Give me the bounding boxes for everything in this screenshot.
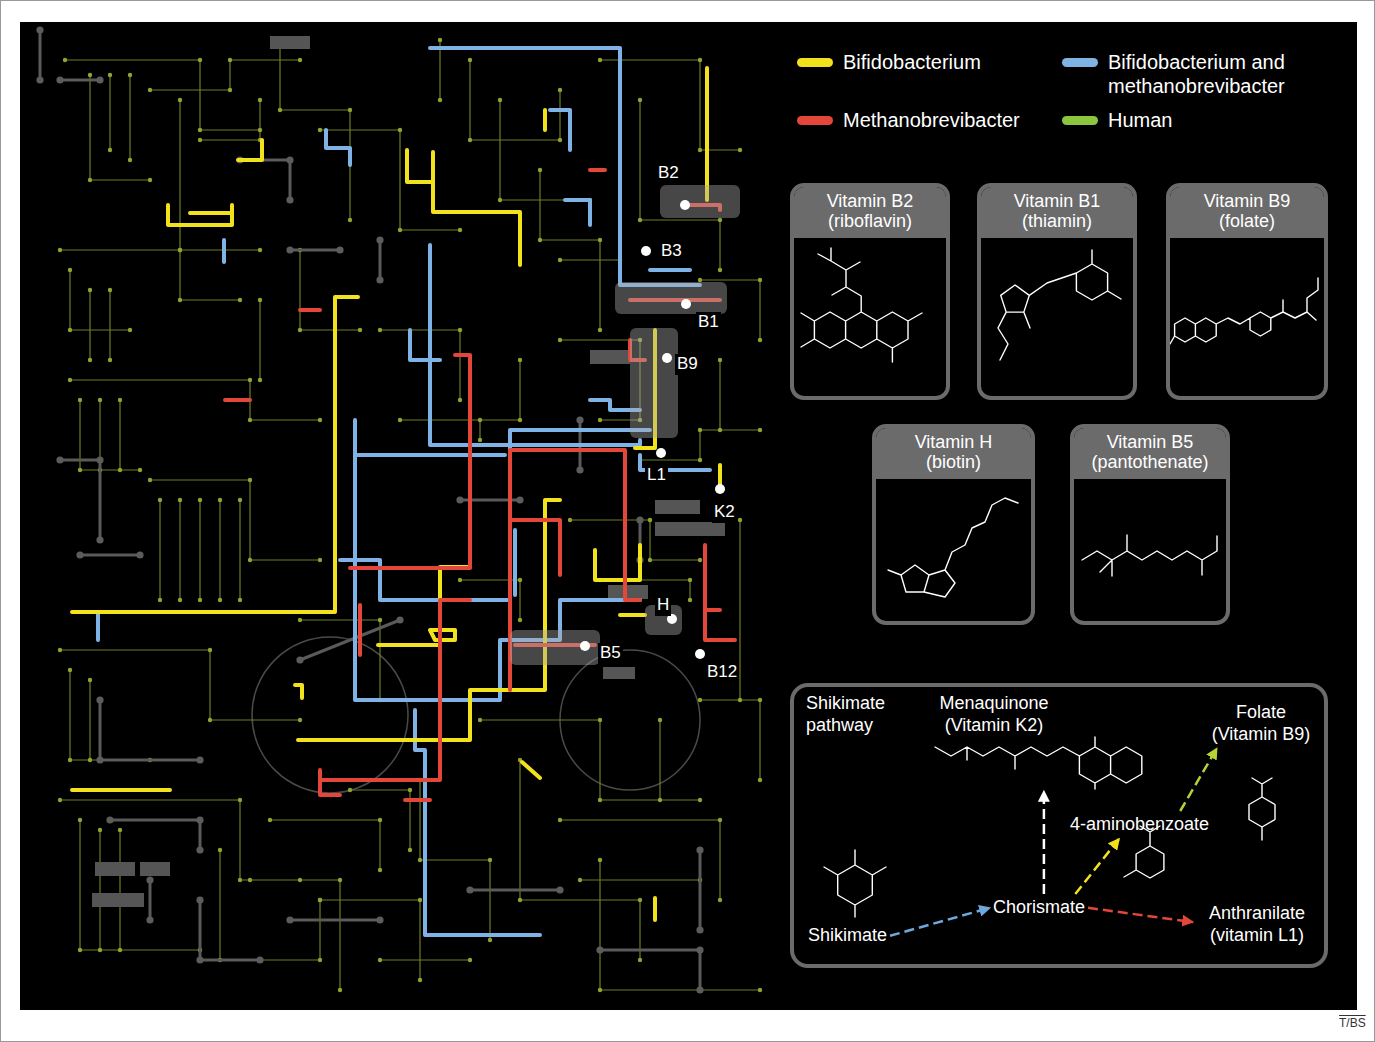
vitamin-card: Vitamin B5 (pantothenate) xyxy=(1070,424,1230,625)
vitamin-dot xyxy=(680,200,690,210)
reaction-arrow xyxy=(890,908,990,936)
vitamin-card: Vitamin B1 (thiamin) xyxy=(977,183,1137,400)
compound-label: Folate (Vitamin B9) xyxy=(1203,699,1319,748)
vitamin-highlights xyxy=(510,185,740,665)
legend-entry: Human xyxy=(1062,108,1172,132)
vitamin-card: Vitamin H (biotin) xyxy=(872,424,1035,625)
reaction-arrow xyxy=(1043,791,1046,894)
bifidobacterium-pathways xyxy=(72,68,720,920)
vitamin-label: L1 xyxy=(645,465,668,486)
gray-block xyxy=(603,667,635,679)
gray-block xyxy=(608,585,648,599)
vitamin-dot xyxy=(662,353,672,363)
highlight-box xyxy=(630,328,678,438)
card-header: Vitamin H (biotin) xyxy=(876,428,1031,479)
legend-entry: Bifidobacterium xyxy=(797,50,981,74)
highlight-box xyxy=(615,282,727,314)
reaction-arrow xyxy=(1180,748,1217,811)
compound-name: Menaquinone (Vitamin K2) xyxy=(925,693,1063,736)
compound-name: Chorismate xyxy=(993,897,1085,919)
riboflavin-structure xyxy=(801,248,922,362)
vitamin-label: H xyxy=(655,595,671,616)
aminobenzoate-structure xyxy=(1249,778,1275,840)
shared-pathways xyxy=(98,48,710,935)
vitamin-dot xyxy=(715,484,725,494)
pantothenate-structure xyxy=(1082,535,1217,576)
card-header: Vitamin B9 (folate) xyxy=(1170,187,1324,238)
reaction-arrow xyxy=(1075,839,1119,894)
compound-name: Anthranilate (vitamin L1) xyxy=(1196,903,1318,946)
card-title: Vitamin B9 (folate) xyxy=(1181,191,1313,231)
unassigned-pathway-lines xyxy=(40,30,700,990)
folate-structure xyxy=(1170,278,1318,344)
vitamin-card: Vitamin B2 (riboflavin) xyxy=(790,183,950,400)
vitamin-dots xyxy=(580,200,725,659)
card-header: Vitamin B1 (thiamin) xyxy=(981,187,1133,238)
compound-label: Menaquinone (Vitamin K2) xyxy=(922,690,1146,791)
gray-block xyxy=(590,350,630,364)
legend-text: Methanobrevibacter xyxy=(843,108,1020,132)
card-title: Vitamin H (biotin) xyxy=(888,432,1020,472)
card-header: Vitamin B5 (pantothenate) xyxy=(1074,428,1226,479)
human-pathway-lines xyxy=(60,40,760,990)
vitamin-label: B12 xyxy=(705,662,739,683)
gray-block xyxy=(270,36,310,49)
highlight-box xyxy=(510,630,600,665)
gray-block xyxy=(92,893,144,907)
vitamin-label: B9 xyxy=(675,354,700,375)
legend-text: Bifidobacterium xyxy=(843,50,981,74)
legend-entry: Bifidobacterium and methanobrevibacter xyxy=(1062,50,1322,98)
vitamin-label: K2 xyxy=(712,502,737,523)
biotin-structure xyxy=(888,498,1018,597)
compound-name: Shikimate xyxy=(808,925,887,947)
legend-text: Human xyxy=(1108,108,1172,132)
gray-block xyxy=(95,862,135,876)
vitamin-dot xyxy=(641,246,651,256)
compound-name: 4-aminobenzoate xyxy=(1070,814,1209,836)
vitamin-dot xyxy=(681,299,691,309)
card-title: Vitamin B5 (pantothenate) xyxy=(1084,432,1216,472)
legend-entry: Methanobrevibacter xyxy=(797,108,1020,132)
black-panel xyxy=(20,22,1357,1010)
vitamin-label: B1 xyxy=(696,312,721,333)
shikimate-structure xyxy=(824,850,886,917)
methanobrevibacter-pathways xyxy=(225,170,735,800)
gray-block xyxy=(140,862,170,876)
vitamin-card: Vitamin B9 (folate) xyxy=(1166,183,1328,400)
thiamin-structure xyxy=(998,250,1121,360)
gray-block xyxy=(655,522,725,536)
vitamin-dot xyxy=(656,448,666,458)
vitamin-label: B5 xyxy=(598,643,623,664)
legend-swatch xyxy=(1062,116,1098,125)
vitamin-dot xyxy=(580,641,590,651)
panel-heading: Shikimate pathway xyxy=(806,693,906,736)
compound-label: Anthranilate (vitamin L1) xyxy=(1193,900,1321,949)
map-circle xyxy=(252,637,408,793)
card-header: Vitamin B2 (riboflavin) xyxy=(794,187,946,238)
vitamin-dot xyxy=(695,649,705,659)
compound-name: Folate (Vitamin B9) xyxy=(1206,702,1316,745)
legend-swatch xyxy=(797,58,833,67)
menaquinone-structure xyxy=(935,737,1142,789)
pathway-panel: Shikimate pathway Menaquinone (Vitamin K2… xyxy=(790,683,1328,968)
reaction-arrow xyxy=(1088,908,1193,922)
legend-text: Bifidobacterium and methanobrevibacter xyxy=(1108,50,1322,98)
highlight-box xyxy=(660,185,740,218)
compound-label: Shikimate xyxy=(805,922,890,950)
gray-block xyxy=(655,500,700,514)
legend-swatch xyxy=(1062,58,1098,67)
card-title: Vitamin B2 (riboflavin) xyxy=(804,191,936,231)
vitamin-label: B3 xyxy=(659,241,684,262)
journal-mark: T/BS xyxy=(1337,1016,1368,1031)
molecules xyxy=(801,248,1318,917)
compound-label: Chorismate xyxy=(990,894,1088,922)
card-title: Vitamin B1 (thiamin) xyxy=(991,191,1123,231)
legend-swatch xyxy=(797,116,833,125)
vitamin-label: B2 xyxy=(656,163,681,184)
compound-label: 4-aminobenzoate xyxy=(1067,811,1212,839)
